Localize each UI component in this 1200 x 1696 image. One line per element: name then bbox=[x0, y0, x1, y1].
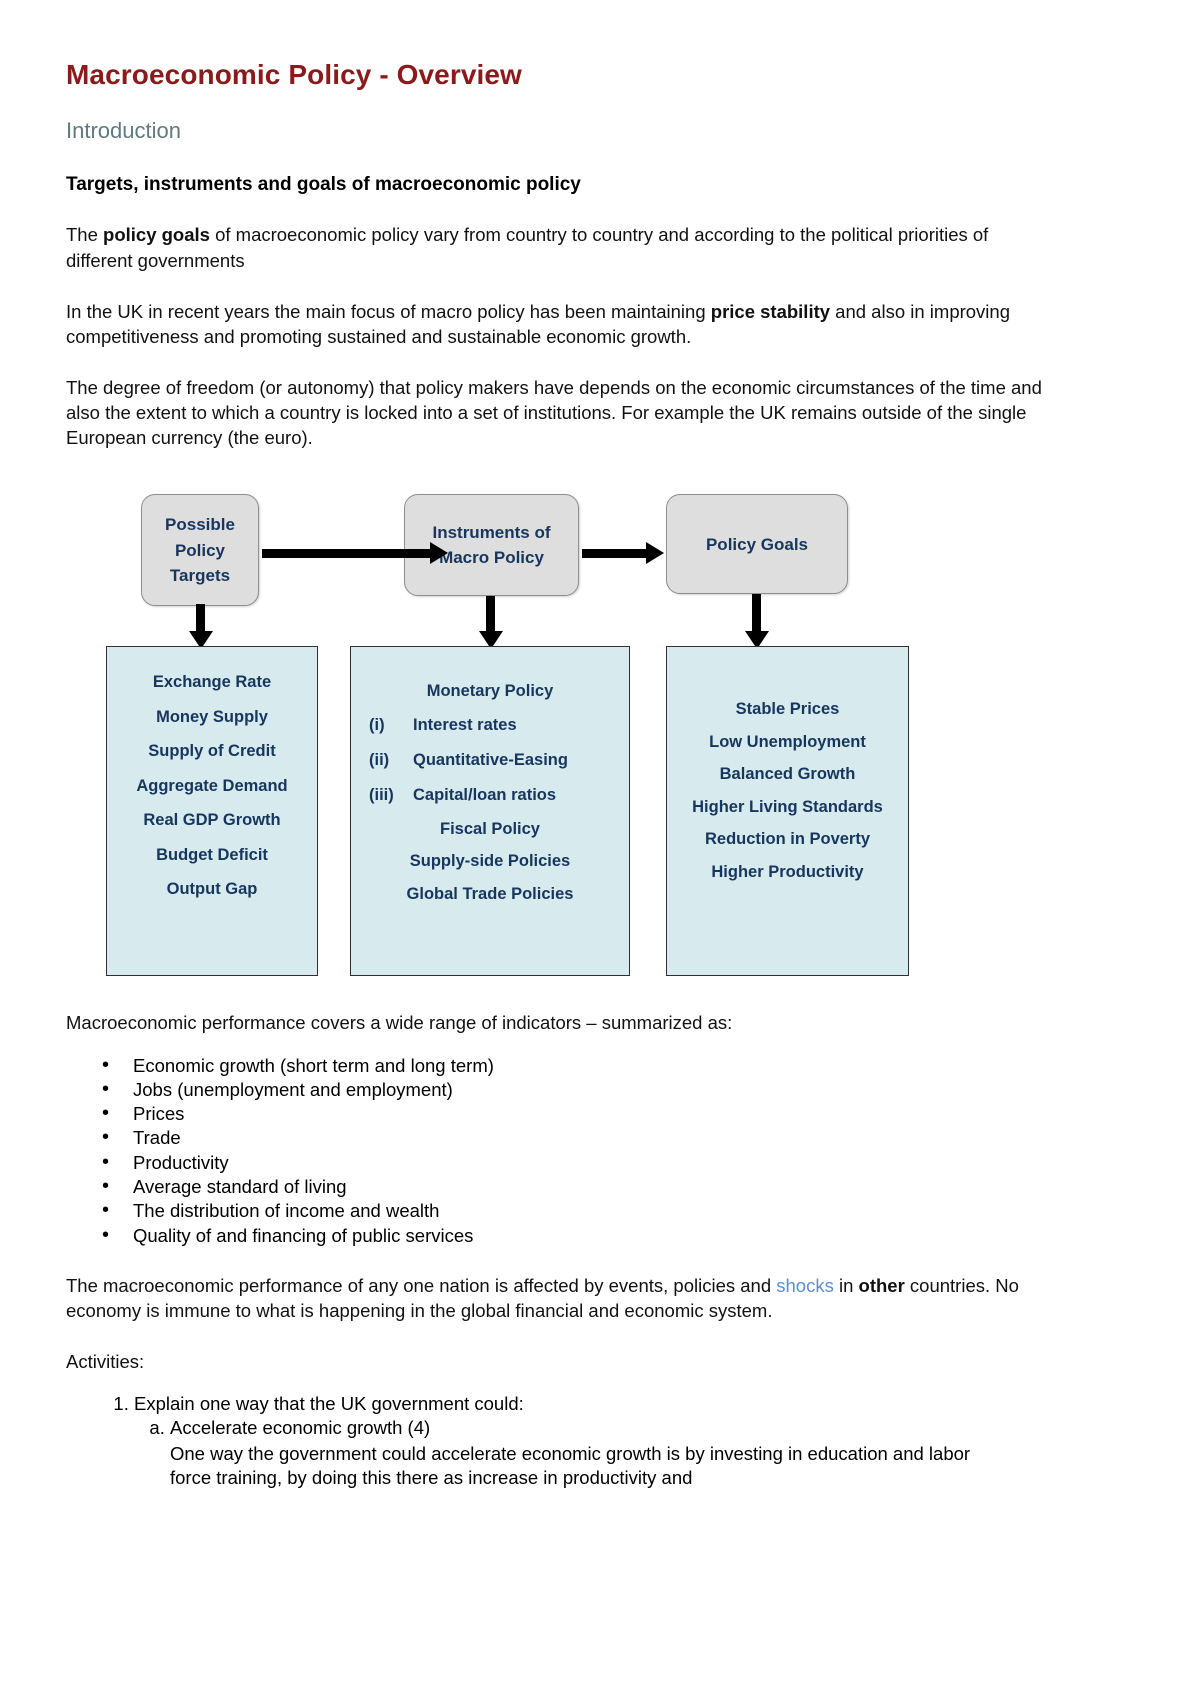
list-item: Economic growth (short term and long ter… bbox=[102, 1053, 1138, 1079]
list-item: Productivity bbox=[102, 1150, 1138, 1176]
panel-targets-item: Aggregate Demand bbox=[136, 776, 288, 795]
diagram-box-targets-lines: Possible Policy Targets bbox=[165, 512, 235, 589]
paragraph-price-stability: In the UK in recent years the main focus… bbox=[66, 299, 1051, 349]
paragraph-5-part-b: in bbox=[833, 1274, 859, 1296]
paragraph-1-bold-policy-goals: policy goals bbox=[103, 224, 210, 246]
activities-label: Activities: bbox=[66, 1351, 145, 1373]
paragraph-degree-of-freedom: The degree of freedom (or autonomy) that… bbox=[66, 376, 1042, 449]
panel-instruments-number: (iii) bbox=[369, 785, 394, 804]
diagram-box-targets-line-3: Targets bbox=[169, 566, 231, 586]
diagram-box-policy-goals: Policy Goals bbox=[666, 494, 848, 595]
panel-instruments-item: Global Trade Policies bbox=[406, 884, 574, 903]
panel-targets-item: Budget Deficit bbox=[156, 845, 268, 864]
link-shocks[interactable]: shocks bbox=[776, 1274, 834, 1296]
panel-instruments-number: (ii) bbox=[369, 750, 390, 769]
panel-goals-item: Balanced Growth bbox=[719, 765, 856, 784]
diagram-box-instruments-line-1: Instruments of bbox=[432, 522, 551, 542]
paragraph-2-bold-price-stability: price stability bbox=[710, 300, 831, 322]
arrow-right-targets-to-instruments-icon bbox=[262, 542, 448, 565]
activity-item-1: Explain one way that the UK government c… bbox=[134, 1392, 1138, 1489]
diagram-panel-policy-targets: Exchange Rate Money Supply Supply of Cre… bbox=[106, 646, 318, 977]
panel-instruments-item: Supply-side Policies bbox=[409, 852, 571, 871]
panel-instruments-number: (i) bbox=[369, 715, 385, 734]
panel-targets-item: Supply of Credit bbox=[148, 742, 276, 761]
arrow-down-targets-icon bbox=[188, 604, 213, 650]
activity-item-1a: Accelerate economic growth (4) One way t… bbox=[170, 1416, 1138, 1489]
page-title: Macroeconomic Policy - Overview bbox=[66, 59, 522, 90]
panel-instruments-numbered-item: (i) Interest rates bbox=[351, 708, 629, 743]
sub-heading-targets-instruments-goals: Targets, instruments and goals of macroe… bbox=[66, 173, 581, 195]
activities-sub-list: Accelerate economic growth (4) One way t… bbox=[134, 1416, 1138, 1489]
paragraph-macroeconomic-performance: Macroeconomic performance covers a wide … bbox=[66, 1012, 733, 1034]
activities-list: Explain one way that the UK government c… bbox=[66, 1392, 1138, 1489]
paragraph-5-part-a: The macroeconomic performance of any one… bbox=[66, 1274, 777, 1296]
diagram-box-targets-line-1: Possible bbox=[165, 515, 235, 535]
arrow-right-instruments-to-goals-icon bbox=[582, 542, 664, 565]
panel-instruments-item: Fiscal Policy bbox=[440, 819, 540, 838]
activity-item-1a-text: Accelerate economic growth (4) bbox=[170, 1417, 431, 1439]
diagram-box-goals-line-1: Policy Goals bbox=[705, 534, 809, 554]
panel-instruments-heading: Monetary Policy bbox=[426, 682, 554, 701]
panel-instruments-number-text: Interest rates bbox=[413, 715, 517, 734]
diagram-box-possible-policy-targets: Possible Policy Targets bbox=[141, 494, 259, 607]
panel-goals-item: Higher Living Standards bbox=[692, 797, 883, 816]
diagram-box-instruments-line-2: Macro Policy bbox=[439, 548, 544, 568]
paragraph-5-bold-other: other bbox=[858, 1274, 905, 1296]
arrow-down-instruments-icon bbox=[478, 596, 503, 650]
panel-goals-item: Low Unemployment bbox=[709, 732, 866, 751]
paragraph-5-part-c: countries. No economy is immune to what … bbox=[66, 1274, 1019, 1322]
paragraph-1-part-a: The bbox=[66, 224, 104, 246]
paragraph-global-shocks: The macroeconomic performance of any one… bbox=[66, 1273, 1051, 1323]
list-item: Average standard of living bbox=[102, 1174, 1138, 1200]
panel-instruments-number-text: Quantitative-Easing bbox=[413, 750, 568, 769]
list-item: Trade bbox=[102, 1125, 1138, 1151]
paragraph-2-part-b: and also in improving competitiveness an… bbox=[66, 300, 1010, 347]
paragraph-1-part-b: of macroeconomic policy vary from countr… bbox=[66, 224, 989, 271]
panel-goals-item: Higher Productivity bbox=[711, 862, 864, 881]
panel-targets-item: Real GDP Growth bbox=[143, 811, 281, 830]
panel-targets-item: Money Supply bbox=[156, 707, 268, 726]
indicator-list: Economic growth (short term and long ter… bbox=[66, 1053, 1138, 1249]
diagram-panel-policy-instruments: Monetary Policy (i) Interest rates (ii) … bbox=[350, 646, 630, 977]
diagram-box-targets-line-2: Policy bbox=[174, 540, 226, 560]
panel-instruments-numbered-item: (ii) Quantitative-Easing bbox=[351, 743, 629, 778]
panel-goals-item: Reduction in Poverty bbox=[704, 830, 871, 849]
list-item: The distribution of income and wealth bbox=[102, 1198, 1138, 1224]
list-item: Prices bbox=[102, 1101, 1138, 1127]
macro-policy-diagram: Possible Policy Targets Instruments of M… bbox=[66, 486, 1076, 986]
list-item: Quality of and financing of public servi… bbox=[102, 1223, 1138, 1249]
arrow-down-goals-icon bbox=[744, 594, 769, 650]
diagram-box-instruments-of-macro-policy: Instruments of Macro Policy bbox=[404, 494, 579, 597]
panel-instruments-numbered-item: (iii) Capital/loan ratios bbox=[351, 778, 629, 813]
diagram-box-instruments-lines: Instruments of Macro Policy bbox=[432, 520, 550, 571]
diagram-panel-policy-goals: Stable Prices Low Unemployment Balanced … bbox=[666, 646, 909, 977]
list-item: Jobs (unemployment and employment) bbox=[102, 1077, 1138, 1103]
panel-instruments-number-text: Capital/loan ratios bbox=[413, 785, 557, 804]
panel-targets-item: Exchange Rate bbox=[152, 673, 272, 692]
section-heading-introduction: Introduction bbox=[66, 118, 181, 144]
panel-goals-item: Stable Prices bbox=[735, 700, 840, 719]
paragraph-policy-goals: The policy goals of macroeconomic policy… bbox=[66, 222, 1051, 272]
activity-item-1-text: Explain one way that the UK government c… bbox=[134, 1393, 524, 1415]
paragraph-2-part-a: In the UK in recent years the main focus… bbox=[66, 300, 711, 322]
activity-item-1a-answer: One way the government could accelerate … bbox=[170, 1442, 971, 1488]
panel-targets-item: Output Gap bbox=[166, 880, 258, 899]
